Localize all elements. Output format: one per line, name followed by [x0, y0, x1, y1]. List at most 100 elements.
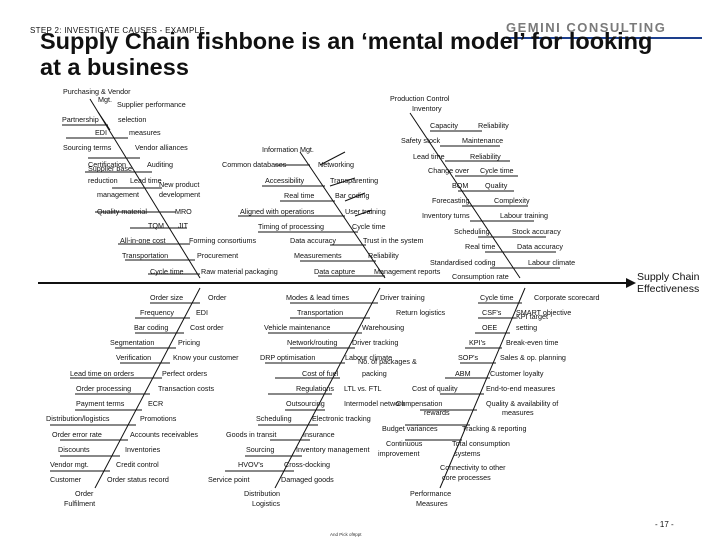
cause-label-reduction: reduction	[88, 176, 118, 185]
cause-label-vendor-alliances: Vendor alliances	[135, 143, 188, 152]
cause-label-order-status-record: Order status record	[107, 475, 169, 484]
cause-label-order-processing: Order processing	[76, 384, 132, 393]
bone-production	[409, 112, 521, 279]
cause-label-quality-material: Quality material	[97, 207, 147, 216]
cause-label-insurance: Insurance	[303, 430, 335, 439]
cause-label-verification: Verification	[116, 353, 152, 362]
bone-performance	[439, 287, 526, 489]
cause-label-supplier-performance: Supplier performance	[117, 100, 186, 109]
cause-label-corporate-scorecard: Corporate scorecard	[534, 293, 600, 302]
cause-label-management-reports: Management reports	[374, 267, 441, 276]
cause-label-network-routing: Network/routing	[287, 338, 338, 347]
bone-distribution	[274, 287, 381, 489]
cause-label-mro: MRO	[175, 207, 192, 216]
gemini-consulting-logo: GEMINI CONSULTING	[506, 20, 667, 35]
cause-label-aligned-with-operations: Aligned with operations	[240, 207, 315, 216]
cause-label-real-time-mid: Real time	[284, 191, 315, 200]
cause-label-distribution-1: Distribution	[244, 489, 280, 498]
cause-label-selection: selection	[118, 115, 147, 124]
cause-label-vendor-mgt: Vendor mgt.	[50, 460, 89, 469]
footer-note: And Pick of¥ppt	[330, 532, 362, 537]
cause-label-payment-terms: Payment terms	[76, 399, 125, 408]
cause-label-new-product: New product	[159, 180, 200, 189]
cause-label-change-over: Change over	[428, 166, 470, 175]
cause-label-maintenance: Maintenance	[462, 136, 504, 145]
cause-label-modes-lead-times: Modes & lead times	[286, 293, 350, 302]
cause-label-consumption-rate: Consumption rate	[452, 272, 509, 281]
cause-label-development: development	[159, 190, 201, 199]
effect-line-1: Supply Chain	[637, 271, 700, 283]
logo-underline	[506, 37, 702, 39]
cause-label-transparenting: Transparenting	[330, 176, 379, 185]
cause-label-data-accuracy-mid: Data accuracy	[290, 236, 336, 245]
cause-label-break-even-time: Break-even time	[506, 338, 559, 347]
cause-label-smart-objective: SMART objective	[516, 308, 572, 317]
cause-label-credit-control: Credit control	[116, 460, 159, 469]
cause-label-sops: SOP's	[458, 353, 479, 362]
cause-label-kpi-target: KPI target	[516, 312, 548, 321]
cause-label-csfs: CSF's	[482, 308, 502, 317]
cause-label-labour-training: Labour training	[500, 211, 548, 220]
cause-label-outsourcing: Outsourcing	[286, 399, 325, 408]
cause-label-user-training: User training	[345, 207, 386, 216]
cause-label-order-fulfilment-2: Fulfilment	[64, 499, 96, 508]
cause-label-capacity: Capacity	[430, 121, 458, 130]
effect-label: Supply Chain Effectiveness	[637, 271, 699, 295]
cause-label-scheduling-bottom: Scheduling	[256, 414, 292, 423]
cause-label-reliability-mid: Reliability	[368, 251, 399, 260]
cause-label-raw-material-packaging: Raw material packaging	[201, 267, 278, 276]
cause-label-measures-bottom: Measures	[416, 499, 448, 508]
cause-label-transportation-top: Transportation	[122, 251, 169, 260]
cause-label-cycle-time-bottom: Cycle time	[480, 293, 514, 302]
cause-label-inventory-management: Inventory management	[296, 445, 370, 454]
cause-label-service-point: Service point	[208, 475, 250, 484]
cause-label-edi-bottom: EDI	[196, 308, 208, 317]
cause-label-inventories: Inventories	[125, 445, 161, 454]
cause-label-electronic-tracking: Electronic tracking	[312, 414, 371, 423]
cause-label-driver-tracking: Driver tracking	[352, 338, 399, 347]
cause-label-labour-climate-bottom: Labour climate	[345, 353, 393, 362]
cause-label-auditing: Auditing	[147, 160, 173, 169]
cause-label-cycle-time-right: Cycle time	[480, 166, 514, 175]
cause-label-data-capture: Data capture	[314, 267, 356, 276]
page-number: - 17 -	[655, 520, 674, 529]
cause-label-certification: Certification	[88, 160, 126, 169]
cause-label-bar-coding-top: Bar coding	[335, 191, 370, 200]
cause-label-budget-variances: Budget variances	[382, 424, 438, 433]
cause-label-accounts-receivables: Accounts receivables	[130, 430, 198, 439]
cause-label-systems: systems	[454, 449, 481, 458]
cause-label-transaction-costs: Transaction costs	[158, 384, 215, 393]
cause-label-information-mgt: Information Mgt.	[262, 145, 314, 154]
cause-label-procurement: Procurement	[197, 251, 239, 260]
cause-label-sourcing: Sourcing	[246, 445, 275, 454]
cause-label-damaged-goods: Damaged goods	[281, 475, 334, 484]
cause-label-quality: Quality	[485, 181, 508, 190]
cause-label-purchasing-vendor-mgt: Purchasing & Vendor	[63, 87, 131, 96]
cause-label-core-processes: core processes	[442, 473, 491, 482]
cause-label-quality-measures: measures	[502, 408, 534, 417]
cause-label-complexity: Complexity	[494, 196, 530, 205]
cause-label-total-consumption: Total consumption	[452, 439, 510, 448]
cause-label-performance: Performance	[410, 489, 452, 498]
cause-label-tracking-reporting: Tracking & reporting	[462, 424, 527, 433]
cause-label-inventory: Inventory	[412, 104, 442, 113]
cause-label-logistics: Logistics	[252, 499, 280, 508]
cause-label-all-in-one-cost: All-in-one cost	[120, 236, 166, 245]
cause-label-standardised-coding: Standardised coding	[430, 258, 496, 267]
cause-label-transportation-bottom: Transportation	[297, 308, 344, 317]
cause-label-know-your-customer: Know your customer	[173, 353, 239, 362]
cause-label-data-accuracy-right: Data accuracy	[517, 242, 563, 251]
cause-label-customer: Customer	[50, 475, 82, 484]
cause-label-order-fulfilment-1: Order	[75, 489, 94, 498]
cause-label-supplier-base: Supplier base	[88, 164, 132, 173]
cause-label-return-logistics: Return logistics	[396, 308, 446, 317]
cause-label-kpis: KPI's	[469, 338, 486, 347]
cause-label-driver-training: Driver training	[380, 293, 425, 302]
cause-label-timing-of-processing: Timing of processing	[258, 222, 325, 231]
cause-label-promotions: Promotions	[140, 414, 177, 423]
bone-information	[299, 151, 386, 279]
cause-label-cost-order: Cost order	[190, 323, 224, 332]
cause-label-oee: OEE	[482, 323, 498, 332]
